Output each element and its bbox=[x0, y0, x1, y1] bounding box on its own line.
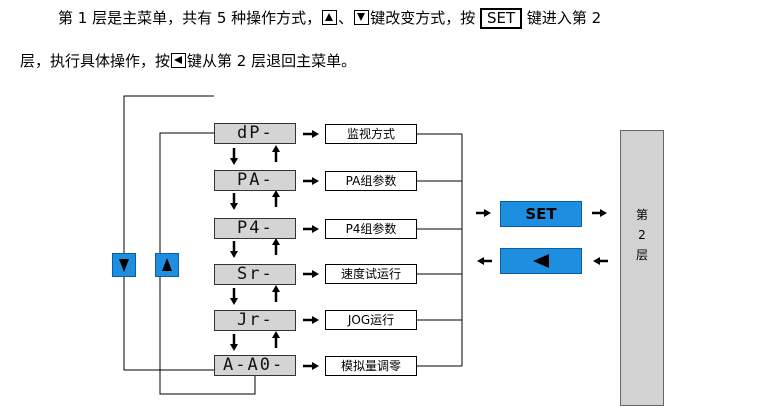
lcd-display-jr: Jr- bbox=[214, 310, 296, 331]
down-key-button bbox=[112, 253, 136, 277]
text-segment: 键进入第 2 bbox=[522, 9, 602, 27]
lcd-display-pa: PA- bbox=[214, 170, 296, 191]
option-analog-zero: 模拟量调零 bbox=[325, 356, 417, 376]
text-segment: 第 1 层是主菜单，共有 5 种操作方式， bbox=[58, 9, 322, 27]
lcd-display-p4: P4- bbox=[214, 218, 296, 239]
text-segment: 层，执行具体操作，按 bbox=[20, 52, 171, 70]
paragraph-line-2: 层，执行具体操作，按键从第 2 层退回主菜单。 bbox=[20, 51, 356, 71]
up-key-button bbox=[155, 253, 179, 277]
layer-2-label-1: 第 bbox=[635, 208, 648, 222]
set-key-label: SET bbox=[479, 8, 523, 29]
option-jog-run: JOG运行 bbox=[325, 310, 417, 330]
down-triangle-icon bbox=[119, 259, 129, 272]
option-speed-trial: 速度试运行 bbox=[325, 264, 417, 284]
lcd-display-a-a0: A-A0- bbox=[214, 355, 296, 376]
left-triangle-icon bbox=[533, 254, 549, 268]
left-key-icon bbox=[171, 53, 187, 68]
layer-2-label-2: 2 bbox=[638, 228, 646, 242]
option-p4-params: P4组参数 bbox=[325, 219, 417, 239]
layer-2-label-3: 层 bbox=[635, 248, 648, 262]
option-pa-params: PA组参数 bbox=[325, 171, 417, 191]
text-segment: 键从第 2 层退回主菜单。 bbox=[187, 52, 357, 70]
lcd-display-dp: dP- bbox=[214, 123, 296, 144]
separator: 、 bbox=[338, 9, 354, 27]
up-key-icon bbox=[322, 10, 338, 25]
up-triangle-icon bbox=[162, 258, 172, 271]
set-key-label: SET bbox=[525, 205, 557, 223]
down-key-icon bbox=[354, 10, 370, 25]
lcd-display-sr: Sr- bbox=[214, 264, 296, 285]
option-monitor-mode: 监视方式 bbox=[325, 124, 417, 144]
set-key-button: SET bbox=[500, 201, 582, 227]
layer-2-panel: 第 2 层 bbox=[620, 130, 664, 406]
back-key-button bbox=[500, 248, 582, 274]
paragraph-line-1: 第 1 层是主菜单，共有 5 种操作方式， 、键改变方式，按 SET 键进入第 2 bbox=[58, 8, 601, 29]
text-segment: 键改变方式，按 bbox=[370, 9, 480, 27]
